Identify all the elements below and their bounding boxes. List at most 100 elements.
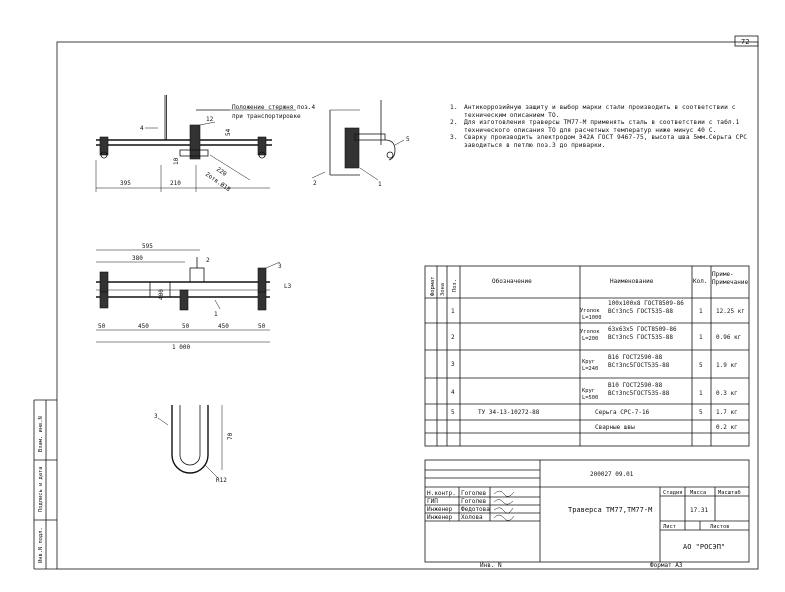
- svg-text:70: 70: [227, 432, 234, 440]
- svg-text:1: 1: [378, 181, 382, 188]
- side-view: 5 2 1: [311, 100, 410, 188]
- signer-role-3: Инженер: [427, 506, 453, 513]
- svg-text:4: 4: [451, 389, 455, 396]
- svg-text:54: 54: [225, 128, 232, 136]
- svg-text:R12: R12: [216, 477, 227, 484]
- svg-text:50: 50: [182, 323, 190, 330]
- svg-text:Обозначение: Обозначение: [492, 278, 532, 285]
- svg-text:Кол.: Кол.: [693, 278, 707, 285]
- svg-text:1.7 кг: 1.7 кг: [716, 409, 738, 416]
- svg-text:3: 3: [451, 361, 455, 368]
- drawing-title: Траверса ТМ77,ТМ77-М: [568, 506, 652, 514]
- svg-text:1 000: 1 000: [172, 344, 190, 351]
- side-stamp-2: Подпись и дата: [38, 467, 44, 512]
- svg-text:50: 50: [258, 323, 266, 330]
- specification-table: Формат Зона Поз. Обозначение Наименовани…: [424, 265, 750, 447]
- svg-text:Наименование: Наименование: [610, 278, 654, 285]
- svg-text:Приме-: Приме-: [712, 271, 734, 278]
- note-3: 3. Сварку производить электродом Э42А ГО…: [450, 134, 748, 149]
- svg-text:0.2 кг: 0.2 кг: [716, 424, 738, 431]
- svg-text:Зона: Зона: [440, 283, 446, 296]
- svg-text:ВСт3пс5 ГОСТ535-88: ВСт3пс5 ГОСТ535-88: [608, 334, 673, 341]
- signer-name-4: Холова: [461, 514, 483, 521]
- svg-text:5: 5: [699, 362, 703, 369]
- svg-text:Сварные швы: Сварные швы: [595, 424, 635, 431]
- signer-name-2: Гоголев: [461, 498, 486, 505]
- svg-text:395: 395: [120, 180, 131, 187]
- pos-4-label: 4: [140, 125, 144, 132]
- svg-text:10: 10: [173, 157, 180, 165]
- svg-text:L=200: L=200: [582, 336, 598, 342]
- doc-code: 200027 09.01: [590, 471, 634, 478]
- svg-text:Уголок: Уголок: [580, 329, 600, 335]
- svg-text:ВСт3пс5ГОСТ535-88: ВСт3пс5ГОСТ535-88: [608, 390, 670, 397]
- front-note-2: при транспортировке: [232, 113, 301, 120]
- signer-role-2: ГИП: [427, 498, 438, 505]
- signer-name-3: Федотова: [461, 506, 490, 513]
- svg-text:ВСт3пс5 ГОСТ535-88: ВСт3пс5 ГОСТ535-88: [608, 308, 673, 315]
- loop-detail: 3 70 R12: [154, 405, 234, 484]
- format-label: Формат А3: [650, 562, 683, 569]
- svg-text:5: 5: [451, 409, 455, 416]
- svg-text:400: 400: [158, 289, 165, 300]
- svg-text:50: 50: [98, 323, 106, 330]
- svg-text:450: 450: [218, 323, 229, 330]
- svg-text:1: 1: [699, 390, 703, 397]
- note-2: 2. Для изготовления траверсы ТМ77-М прим…: [450, 119, 740, 134]
- svg-text:Круг: Круг: [582, 388, 595, 394]
- svg-text:12.25 кг: 12.25 кг: [716, 308, 745, 315]
- svg-text:2: 2: [451, 334, 455, 341]
- svg-text:5: 5: [406, 136, 410, 143]
- side-stamp-3: Инв.N подл.: [38, 527, 44, 563]
- svg-text:1: 1: [451, 308, 455, 315]
- inv-label: Инв. N: [480, 562, 502, 569]
- svg-text:2: 2: [313, 180, 317, 187]
- svg-text:Лист: Лист: [663, 524, 676, 530]
- svg-text:63х63х5 ГОСТ8509-86: 63х63х5 ГОСТ8509-86: [608, 326, 677, 333]
- svg-text:3: 3: [154, 413, 158, 420]
- signer-role-4: Инженер: [427, 514, 453, 521]
- svg-text:12: 12: [206, 116, 214, 123]
- svg-text:1: 1: [214, 311, 218, 318]
- svg-text:Круг: Круг: [582, 359, 595, 365]
- front-view: 4 12 Положение стержня поз.4 при транспо…: [95, 95, 315, 193]
- sheet-frame: [56, 41, 759, 570]
- front-note-1: Положение стержня поз.4: [232, 104, 315, 111]
- general-notes: 1. Антикоррозийную защиту и выбор марки …: [450, 104, 750, 150]
- signer-role-1: Н.контр.: [427, 490, 456, 497]
- plan-view: 400 3 L3 2 1 595 380 50 450 50 450 50 1 …: [96, 243, 292, 351]
- svg-text:ВСт3пс5ГОСТ535-88: ВСт3пс5ГОСТ535-88: [608, 362, 670, 369]
- svg-text:1: 1: [699, 308, 703, 315]
- svg-text:Уголок: Уголок: [580, 308, 600, 314]
- svg-text:Масса: Масса: [690, 490, 706, 496]
- svg-text:В10 ГОСТ2590-88: В10 ГОСТ2590-88: [608, 382, 663, 389]
- svg-text:2: 2: [206, 257, 210, 264]
- company-name: АО "РОСЭП": [683, 543, 725, 551]
- svg-text:450: 450: [138, 323, 149, 330]
- svg-text:ТУ 34-13-10272-88: ТУ 34-13-10272-88: [478, 409, 540, 416]
- svg-text:Листов: Листов: [710, 524, 729, 530]
- signer-name-1: Гоголев: [461, 490, 486, 497]
- svg-text:В16 ГОСТ2590-88: В16 ГОСТ2590-88: [608, 354, 663, 361]
- svg-text:595: 595: [142, 243, 153, 250]
- svg-text:0.96 кг: 0.96 кг: [716, 334, 741, 341]
- svg-text:L=500: L=500: [582, 395, 598, 401]
- title-block: 200027 09.01 Н.контр. Гоголев ГИП Гоголе…: [424, 459, 750, 563]
- svg-text:1: 1: [699, 334, 703, 341]
- svg-text:Масштаб: Масштаб: [718, 489, 741, 496]
- sheet-number: 72: [741, 38, 749, 46]
- side-stamp-1: Взам. инв.N: [38, 416, 44, 452]
- note-1: 1. Антикоррозийную защиту и выбор марки …: [450, 104, 736, 119]
- svg-text:L=1000: L=1000: [582, 315, 601, 321]
- signatures: [493, 490, 515, 521]
- svg-text:L3: L3: [284, 283, 292, 290]
- svg-text:0.3 кг: 0.3 кг: [716, 390, 738, 397]
- svg-text:Поз.: Поз.: [452, 279, 458, 292]
- svg-text:L=240: L=240: [582, 366, 598, 372]
- svg-text:380: 380: [132, 255, 143, 262]
- svg-text:210: 210: [170, 180, 181, 187]
- svg-text:Серьга СРС-7-16: Серьга СРС-7-16: [595, 409, 650, 416]
- svg-text:5: 5: [699, 409, 703, 416]
